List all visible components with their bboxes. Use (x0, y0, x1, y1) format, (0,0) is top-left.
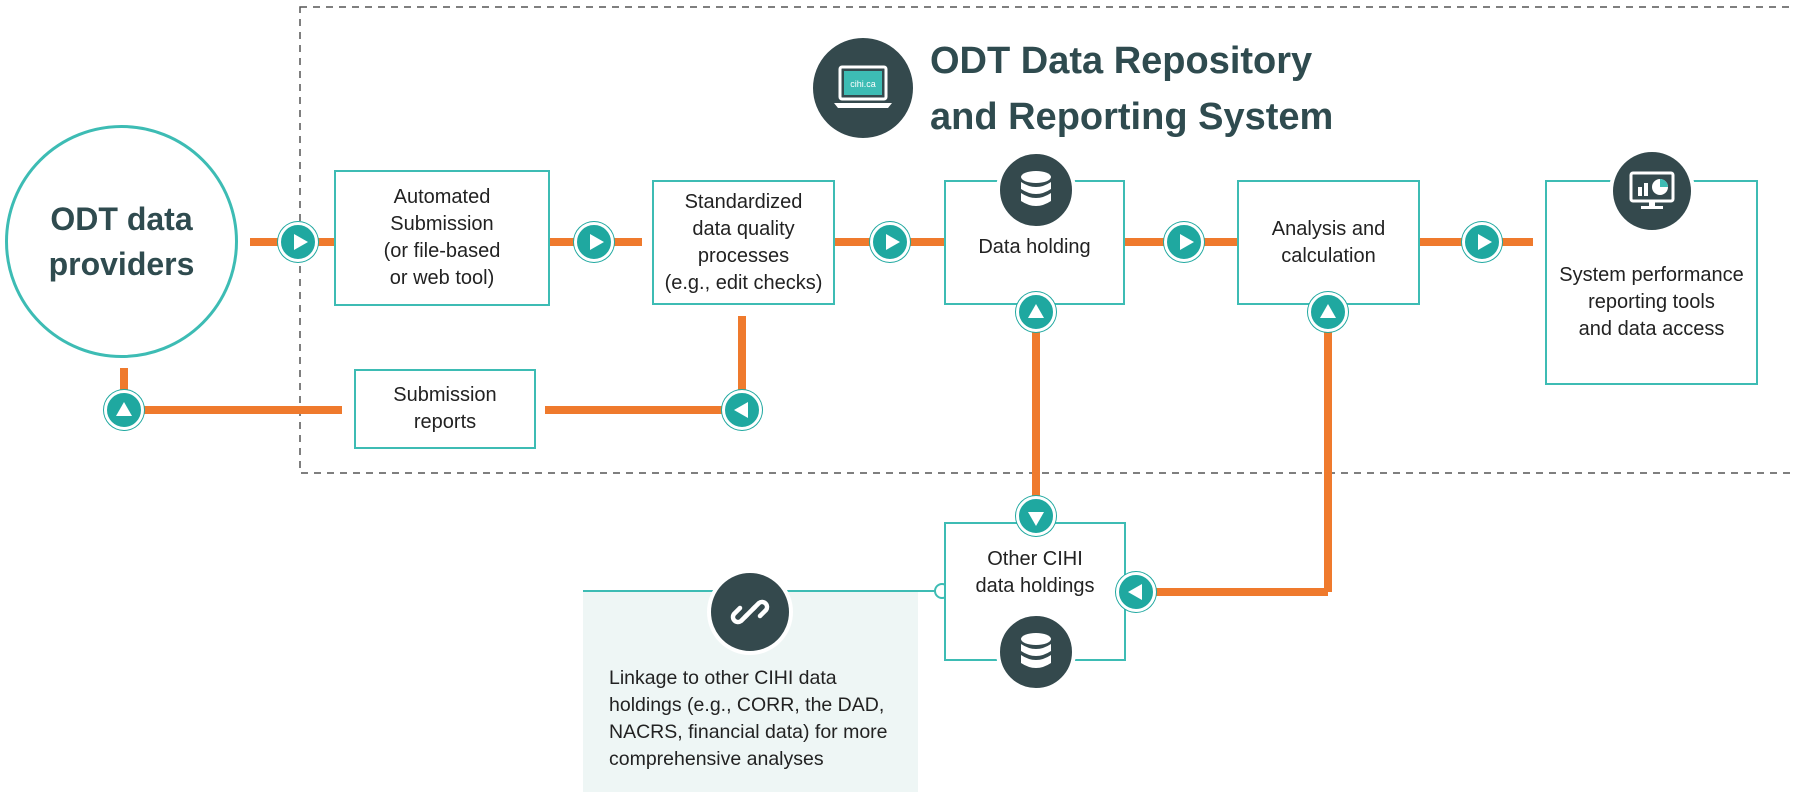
dq-line-2: data quality (692, 217, 795, 240)
arrow-right-icon (870, 222, 910, 262)
other-holdings-line-2: data holdings (975, 575, 1095, 597)
dq-line-4: (e.g., edit checks) (664, 271, 823, 294)
laptop-icon: cihi.ca (809, 34, 917, 142)
linkage-line-4: comprehensive analyses (609, 748, 824, 770)
dq-line-1: Standardized (684, 190, 803, 213)
data-holding-label: Data holding (978, 236, 1091, 258)
reporting-box: System performance reporting tools and d… (1545, 180, 1758, 385)
linkage-text: Linkage to other CIHI data holdings (e.g… (609, 665, 909, 773)
title-line-2: and Reporting System (930, 96, 1334, 138)
reporting-line-3: and data access (1578, 318, 1725, 340)
analysis-box: Analysis and calculation (1237, 180, 1420, 305)
arrow-down-icon (1016, 496, 1056, 536)
link-icon (707, 569, 793, 655)
dq-line-3: processes (697, 244, 790, 267)
automated-line-3: (or file-based (383, 240, 501, 262)
analysis-line-2: calculation (1281, 244, 1376, 267)
arrow-right-icon (1462, 222, 1502, 262)
arrow-up-icon (1308, 292, 1348, 332)
database-icon (996, 150, 1076, 230)
linkage-line-3: NACRS, financial data) for more (609, 721, 888, 743)
arrow-up-icon (1016, 292, 1056, 332)
providers-circle: ODT data providers (5, 125, 238, 358)
arrow-right-icon (574, 222, 614, 262)
providers-line-2: providers (48, 245, 195, 282)
arrow-left-icon (722, 390, 762, 430)
data-quality-box: Standardized data quality processes (e.g… (652, 180, 835, 305)
title-line-1: ODT Data Repository (930, 40, 1313, 82)
automated-line-2: Submission (390, 213, 494, 235)
arrow-right-icon (1164, 222, 1204, 262)
other-holdings-line-1: Other CIHI (987, 548, 1083, 570)
monitor-chart-icon (1609, 148, 1695, 234)
providers-line-1: ODT data (50, 200, 193, 237)
arrow-right-icon (278, 222, 318, 262)
flow-lines (120, 238, 1533, 596)
analysis-line-1: Analysis and (1271, 217, 1386, 240)
reporting-line-2: reporting tools (1588, 291, 1715, 313)
automated-line-1: Automated (393, 186, 491, 208)
arrow-up-icon (104, 390, 144, 430)
automated-submission-box: Automated Submission (or file-based or w… (334, 170, 550, 306)
page-title: ODT Data Repository and Reporting System (930, 33, 1333, 145)
arrow-left-icon (1116, 572, 1156, 612)
automated-line-4: or web tool) (389, 267, 495, 289)
submission-reports-line-2: reports (413, 411, 477, 433)
reporting-line-1: System performance (1559, 264, 1744, 286)
laptop-screen-text: cihi.ca (850, 79, 876, 89)
linkage-line-1: Linkage to other CIHI data (609, 667, 837, 689)
submission-reports-line-1: Submission (393, 384, 497, 406)
database-icon (996, 612, 1076, 692)
linkage-line-2: holdings (e.g., CORR, the DAD, (609, 694, 885, 716)
submission-reports-box: Submission reports (354, 369, 536, 449)
